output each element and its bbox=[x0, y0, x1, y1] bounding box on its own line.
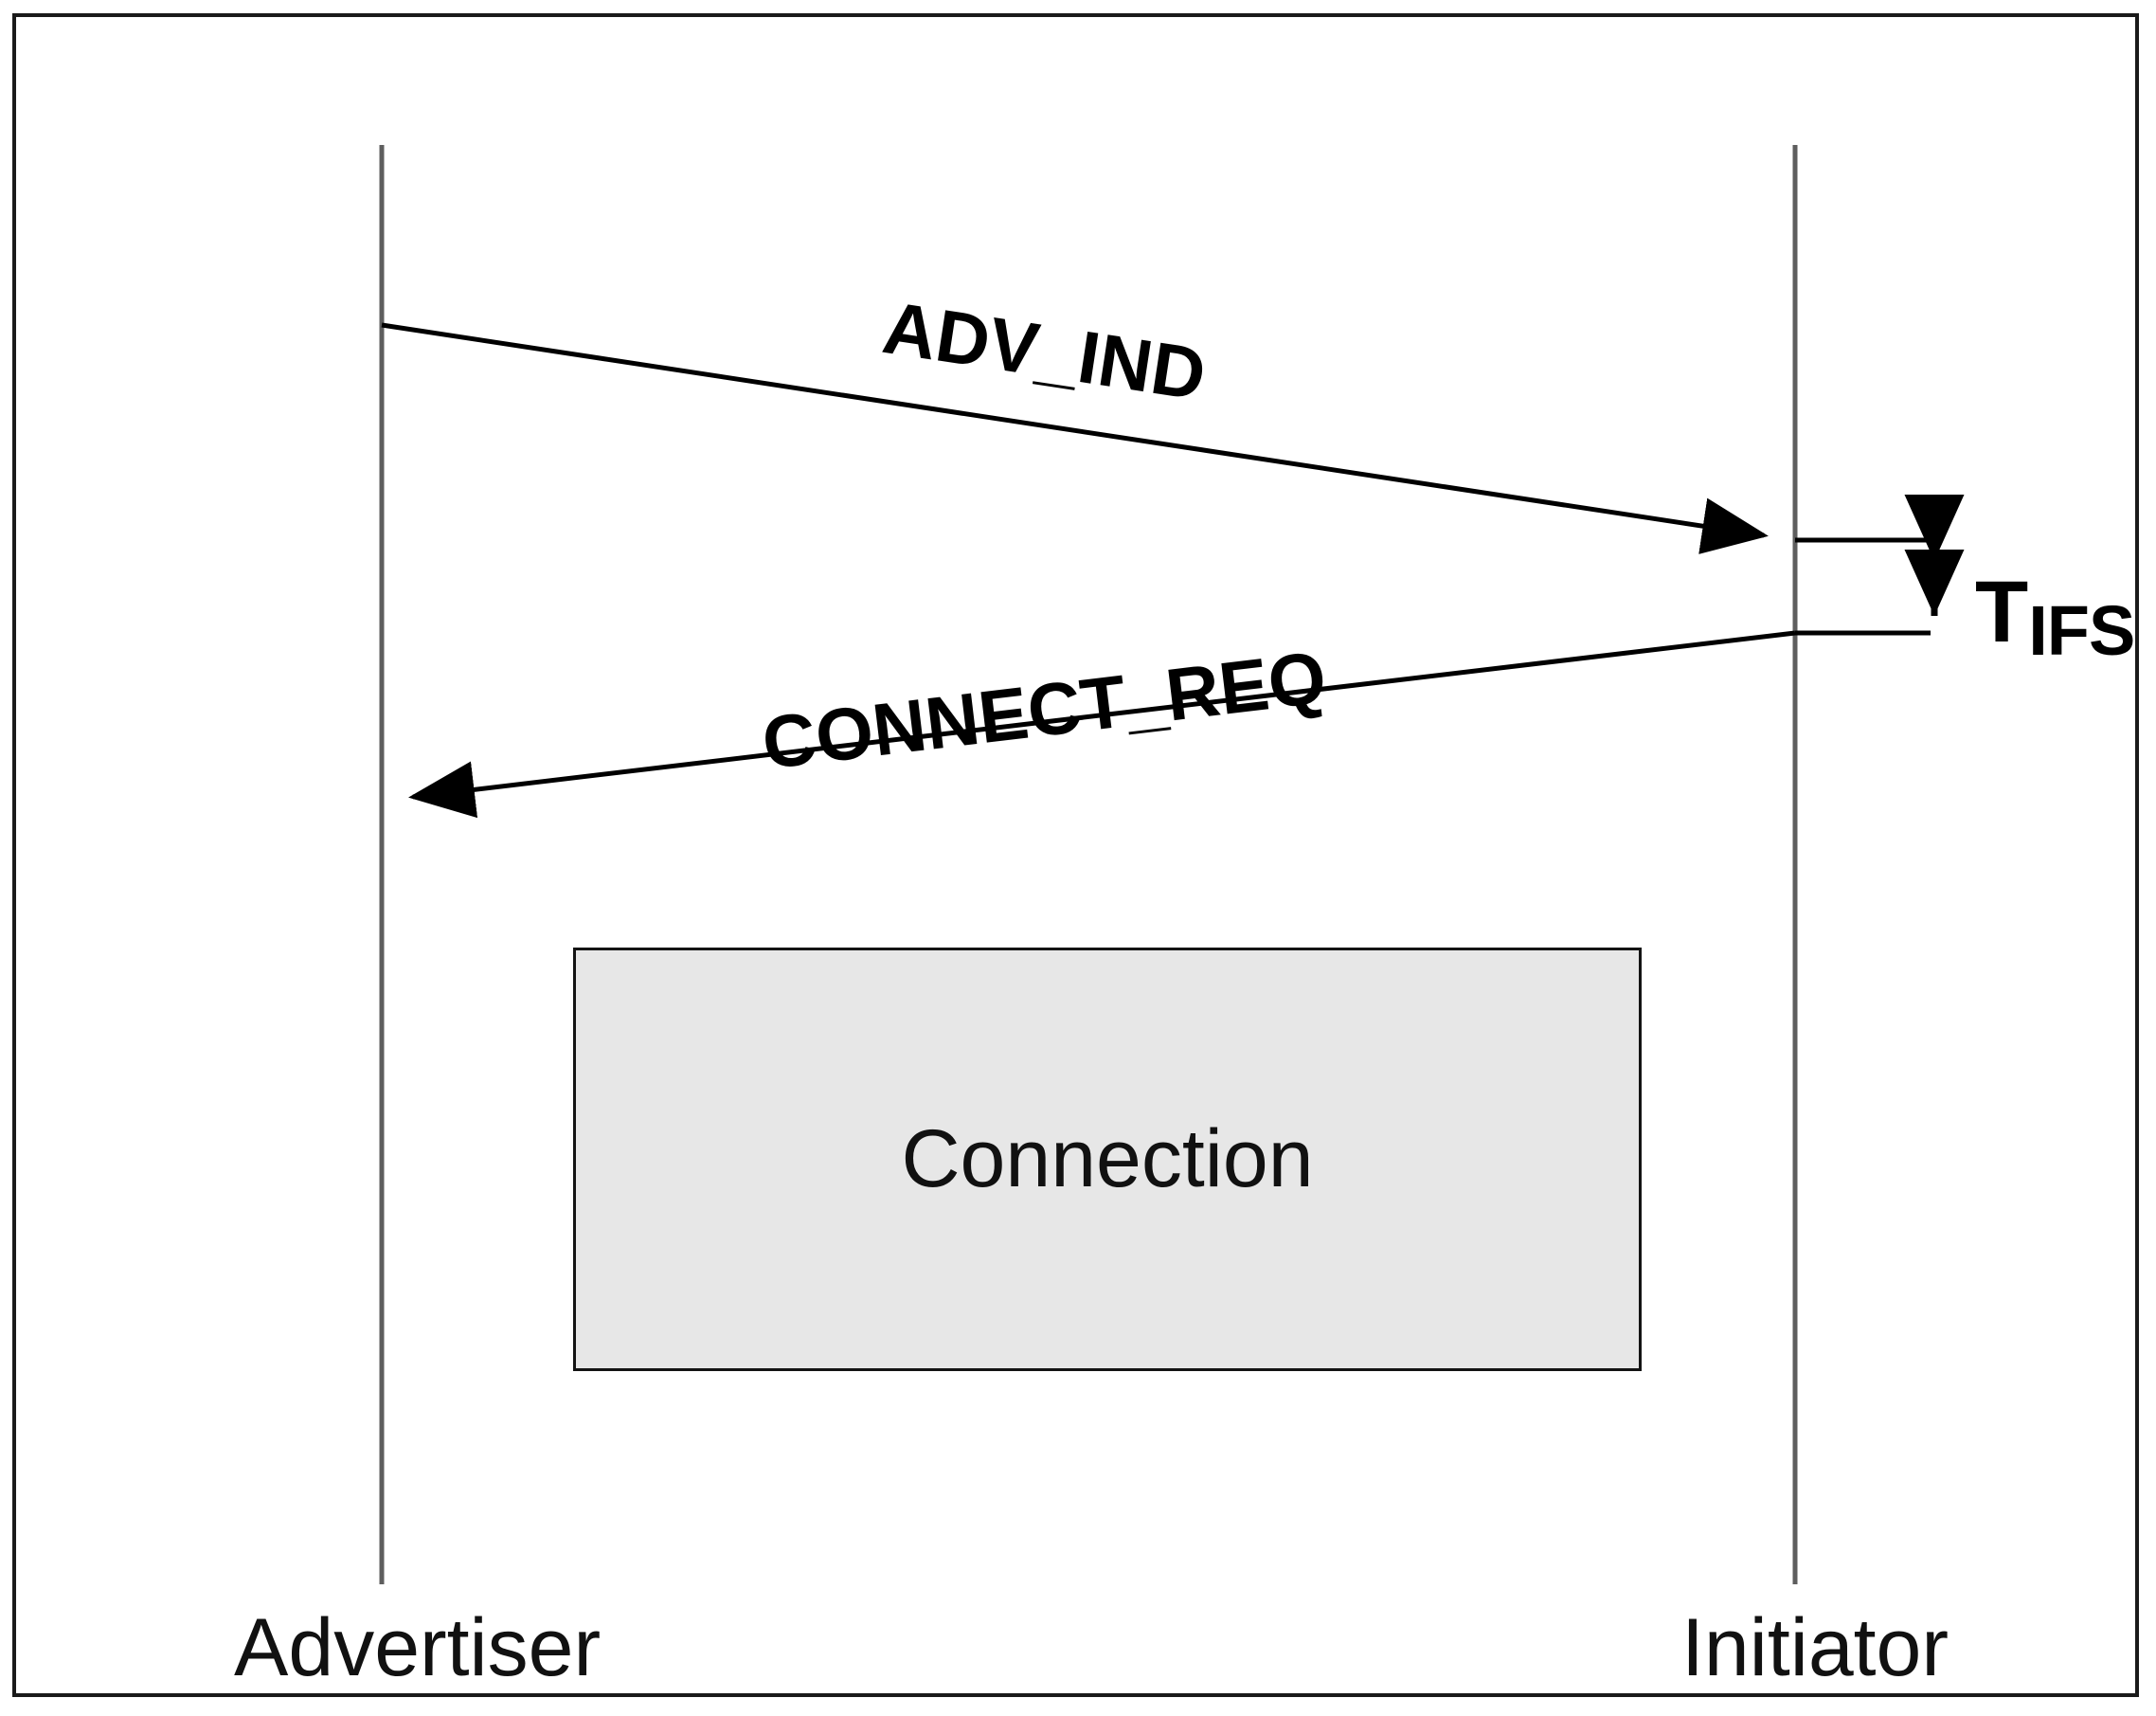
diagram-frame bbox=[12, 13, 2139, 1697]
tifs-subscript: IFS bbox=[2028, 591, 2135, 670]
connection-box-label: Connection bbox=[901, 1113, 1314, 1204]
tifs-label: TIFS bbox=[1975, 569, 2135, 666]
connection-box: Connection bbox=[573, 948, 1642, 1371]
message-arrow-adv-ind bbox=[381, 322, 1769, 554]
actor-label-initiator: Initiator bbox=[1681, 1602, 1949, 1693]
tifs-symbol: T bbox=[1975, 564, 2029, 660]
actor-label-advertiser: Advertiser bbox=[234, 1602, 602, 1693]
message-arrow-connect-req bbox=[408, 630, 1796, 819]
